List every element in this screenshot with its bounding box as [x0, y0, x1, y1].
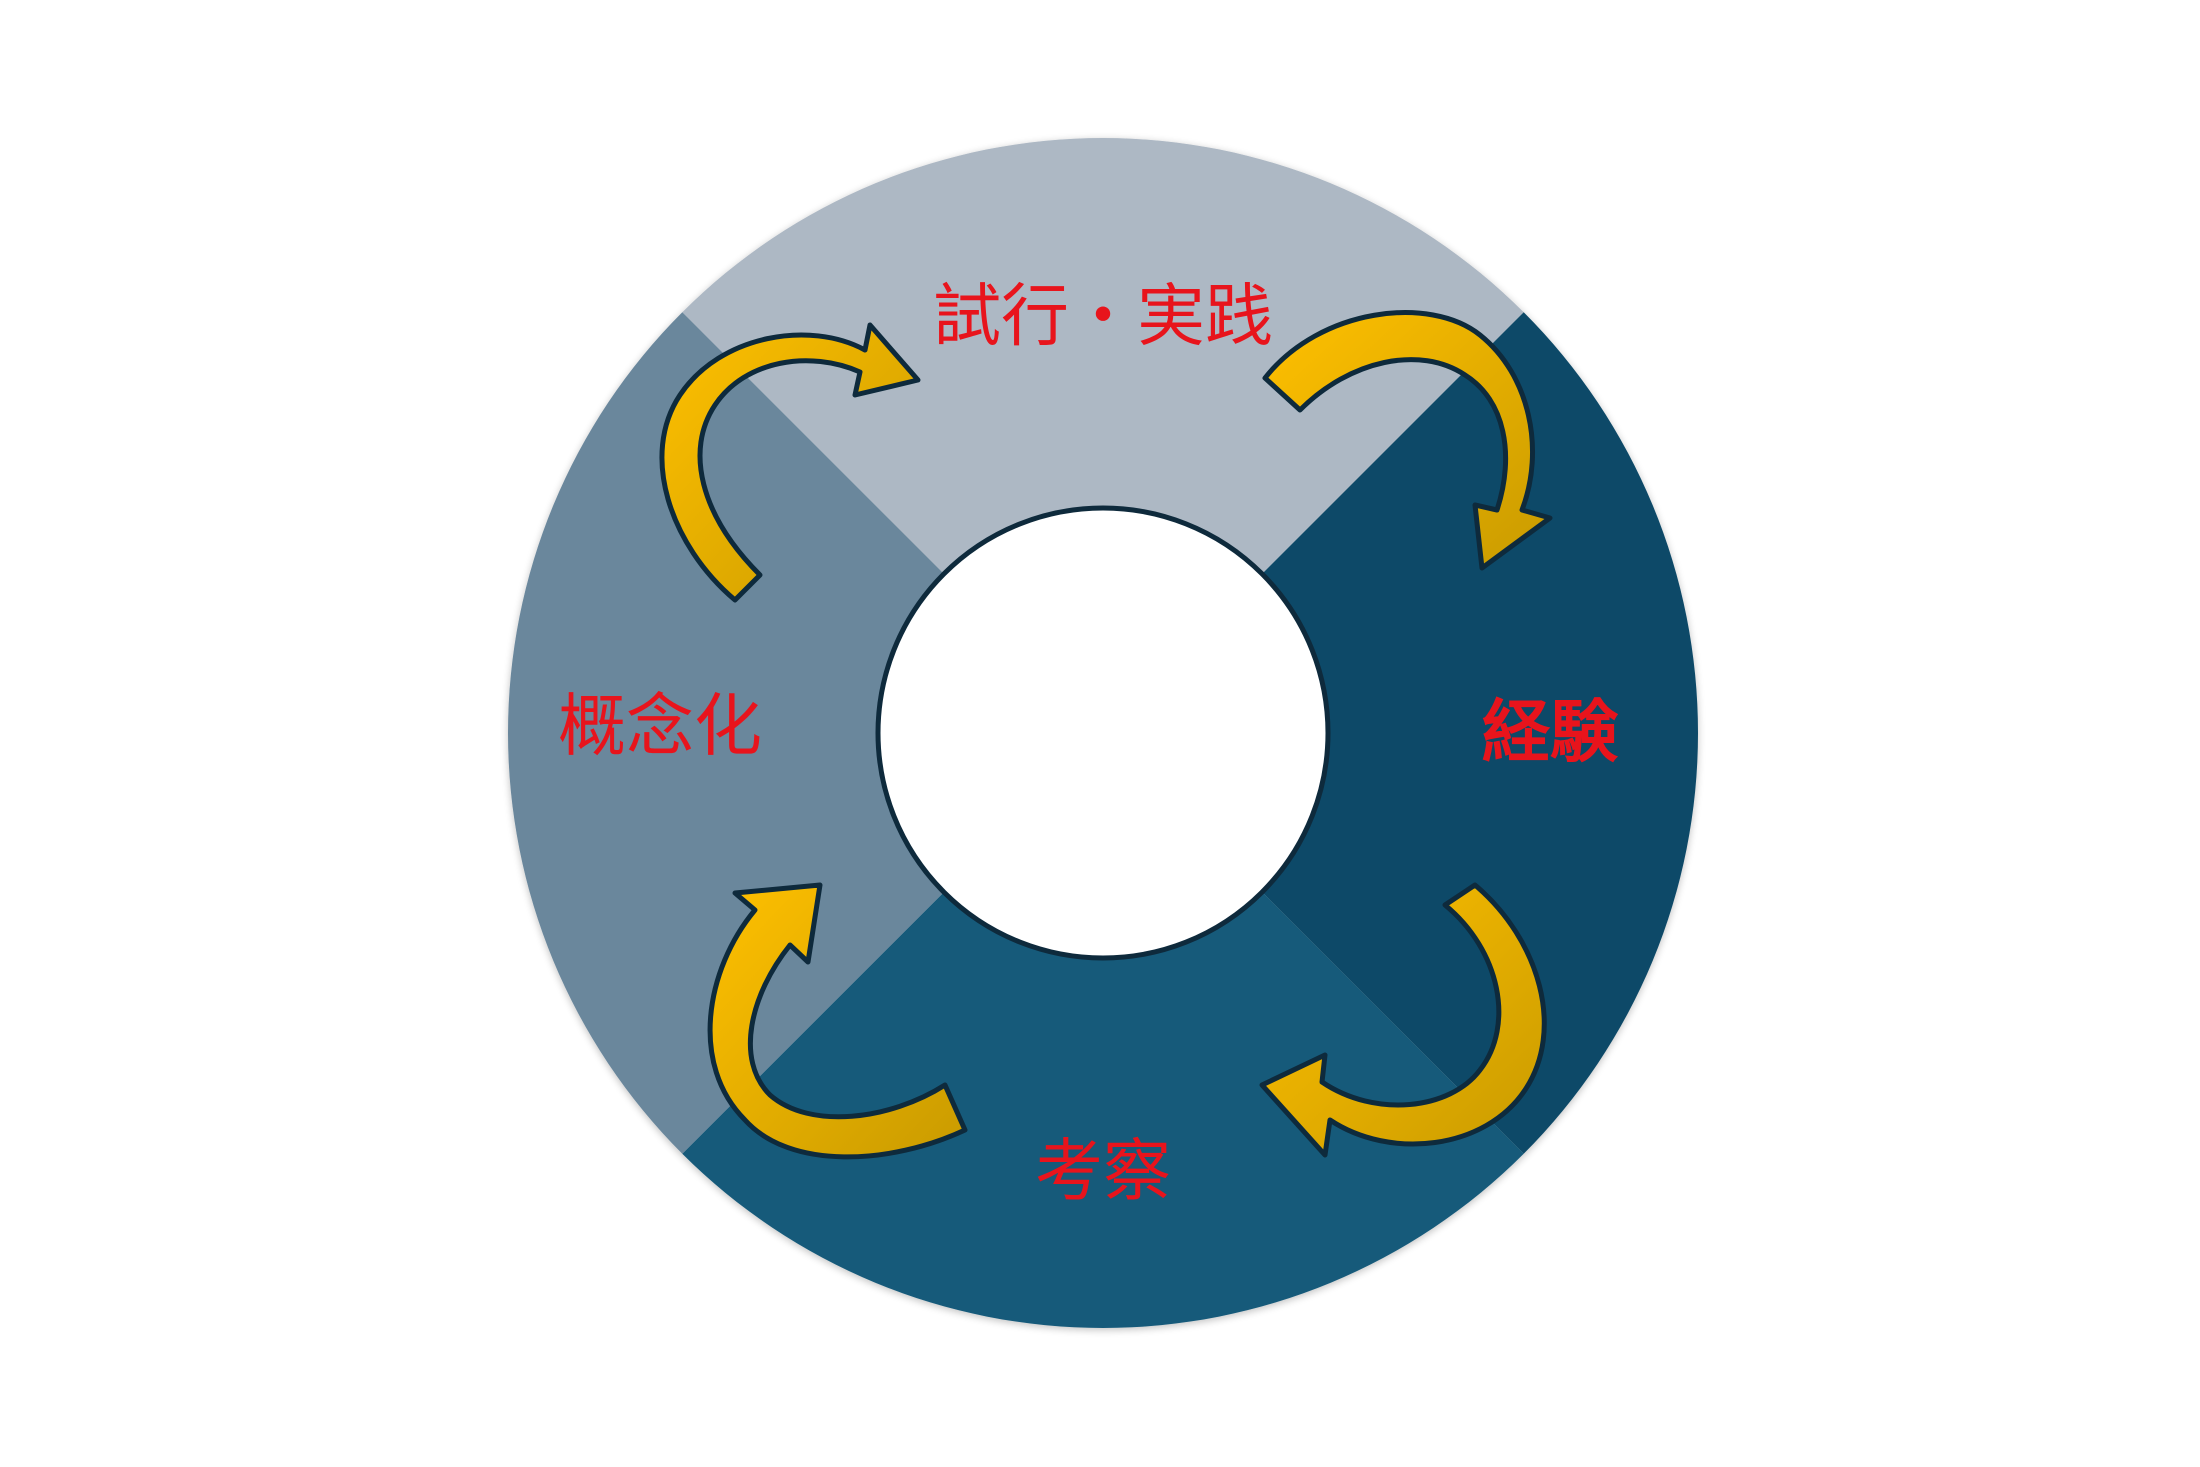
- stage-label-bottom: 考察: [1035, 1133, 1171, 1212]
- curved-arrow-icon: [1262, 310, 1553, 571]
- stage-label-right: 経験: [1482, 694, 1619, 773]
- top-quadrant: [682, 138, 1524, 574]
- stage-label-top: 試行・実践: [933, 278, 1273, 357]
- center-circle: [875, 505, 1331, 961]
- cycle-arrows: [659, 310, 1553, 1160]
- left-quadrant: [508, 312, 944, 1154]
- cycle-ring: [508, 138, 1698, 1328]
- curved-arrow-icon: [1259, 882, 1547, 1158]
- bottom-quadrant: [682, 892, 1524, 1328]
- curved-arrow-icon: [659, 322, 921, 603]
- right-quadrant: [1262, 312, 1698, 1154]
- curved-arrow-icon: [707, 882, 968, 1160]
- stage-label-left: 概念化: [558, 688, 762, 767]
